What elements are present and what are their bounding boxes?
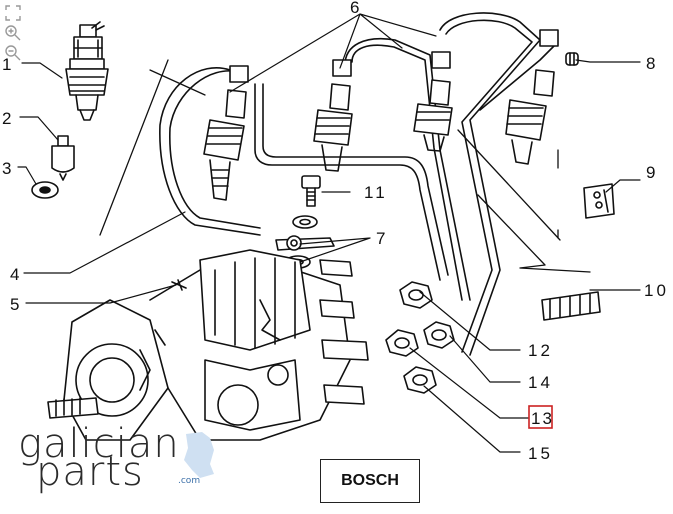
part-10-clamp[interactable] <box>541 291 601 321</box>
callout-1[interactable]: 1 <box>2 55 11 74</box>
callout-4[interactable]: 4 <box>10 265 19 284</box>
callout-3[interactable]: 3 <box>2 159 11 178</box>
leader-lines <box>17 13 641 453</box>
callout-5[interactable]: 5 <box>10 295 19 314</box>
callout-10[interactable]: 10 <box>644 281 669 300</box>
brand-box: BOSCH <box>320 459 420 503</box>
zoom-out-icon[interactable] <box>4 44 22 62</box>
part-13-nut[interactable] <box>385 329 419 357</box>
engine-injector-3 <box>413 51 453 152</box>
callout-15[interactable]: 15 <box>528 444 553 463</box>
viewer-toolbar <box>4 4 26 62</box>
fullscreen-icon[interactable] <box>4 4 22 22</box>
engine-injector-4 <box>505 29 559 165</box>
engine-injector-1 <box>203 65 249 201</box>
zoom-in-icon[interactable] <box>4 24 22 42</box>
part-11-screw[interactable] <box>301 175 321 207</box>
part-8-plug[interactable] <box>565 52 579 66</box>
injection-pipes <box>159 12 556 356</box>
callout-7[interactable]: 7 <box>376 229 385 248</box>
logo-text-galician: galician <box>18 421 180 467</box>
callout-6[interactable]: 6 <box>350 0 359 17</box>
callout-2[interactable]: 2 <box>2 109 11 128</box>
galicianparts-logo: galician parts .com <box>12 421 214 495</box>
callout-8[interactable]: 8 <box>646 54 655 73</box>
part-9-clip[interactable] <box>583 183 615 219</box>
galicia-map-icon <box>184 432 214 478</box>
part-1-injector[interactable] <box>65 21 109 121</box>
part-3-washer[interactable] <box>31 181 59 199</box>
part-14-nut[interactable] <box>423 321 455 349</box>
callout-labels: 1 2 3 4 5 6 7 8 9 10 11 12 14 13 15 <box>2 0 669 463</box>
callout-12[interactable]: 12 <box>528 341 553 360</box>
callout-14[interactable]: 14 <box>528 373 553 392</box>
brand-label: BOSCH <box>341 472 399 489</box>
callout-13-highlight <box>528 405 553 429</box>
callout-11[interactable]: 11 <box>364 183 388 202</box>
part-15-nut[interactable] <box>403 366 437 394</box>
logo-text-parts: parts <box>36 449 144 495</box>
injection-pump <box>47 249 369 441</box>
part-12-nut[interactable] <box>399 281 433 309</box>
callout-13[interactable]: 13 <box>531 409 554 428</box>
callout-9[interactable]: 9 <box>646 163 655 182</box>
logo-text-com: .com <box>178 476 201 486</box>
engine-outline <box>99 59 591 273</box>
engine-injector-2 <box>313 59 353 172</box>
part-2-nozzle[interactable] <box>51 135 75 181</box>
